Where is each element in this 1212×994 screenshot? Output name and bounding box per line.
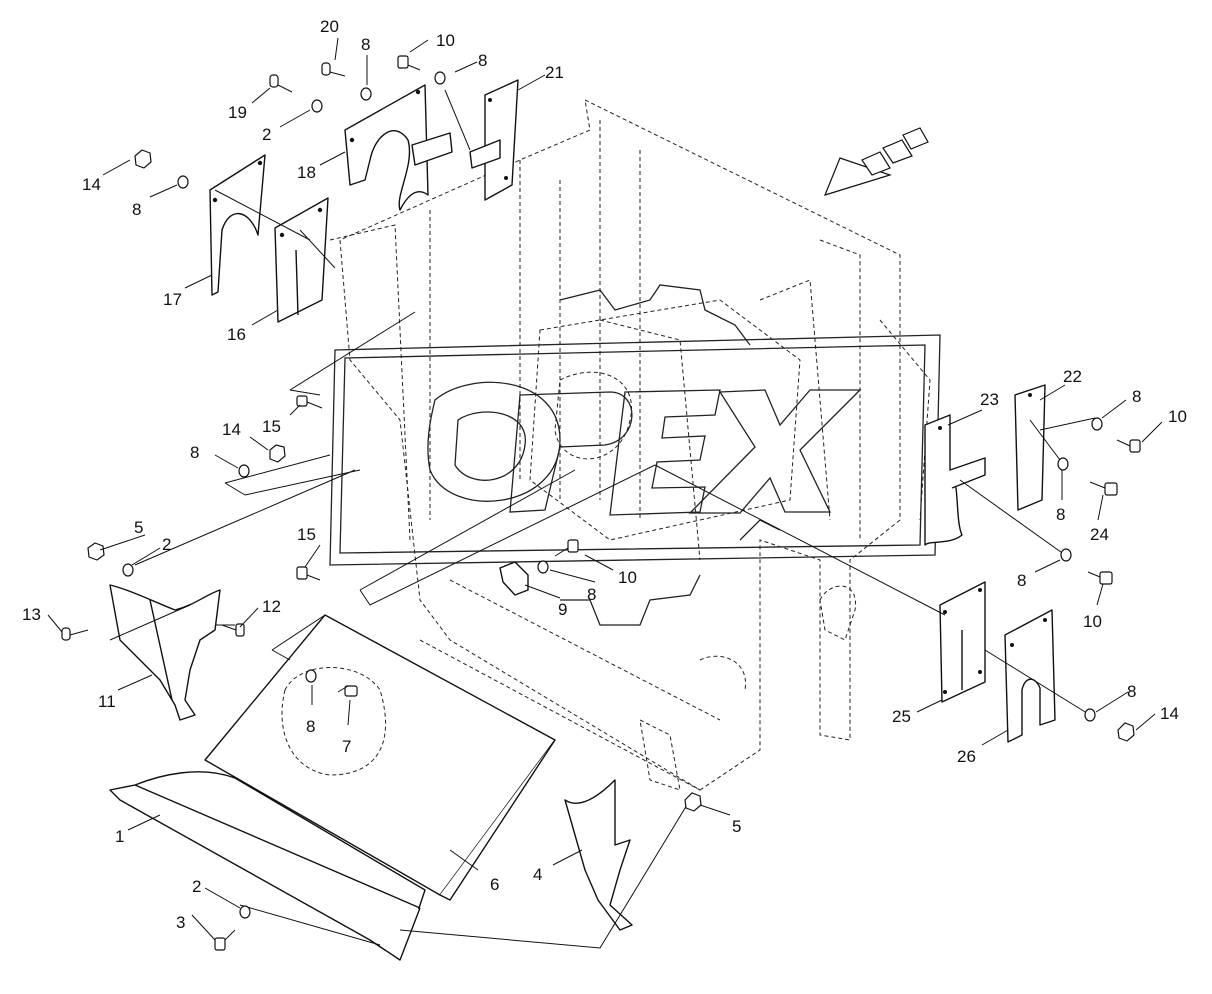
part-26-plate [1004, 609, 1056, 743]
callout-10: 10 [1083, 612, 1102, 631]
bolt-15b [296, 566, 321, 581]
part-6-plate [204, 614, 556, 901]
callout-2: 2 [162, 535, 171, 554]
callout-leaders [47, 37, 1163, 941]
callout-10: 10 [436, 31, 455, 50]
nut-14b [269, 444, 286, 463]
washer-8h [1057, 457, 1069, 471]
bolt-13 [61, 627, 89, 641]
callout-18: 18 [297, 163, 316, 182]
nut-5a [87, 542, 105, 561]
nut-14c [1117, 722, 1135, 742]
callout-7: 7 [342, 737, 351, 756]
callout-20: 20 [320, 17, 339, 36]
callout-8: 8 [478, 51, 487, 70]
callout-8: 8 [1056, 505, 1065, 524]
callout-8: 8 [587, 585, 596, 604]
callout-26: 26 [957, 747, 976, 766]
washer-8j [1084, 708, 1096, 722]
callout-3: 3 [176, 913, 185, 932]
bolt-12 [221, 623, 245, 637]
callout-10: 10 [1168, 407, 1187, 426]
bolt-24 [1089, 481, 1118, 496]
bolt-3 [214, 929, 236, 951]
callout-25: 25 [892, 707, 911, 726]
callout-8: 8 [132, 200, 141, 219]
callout-11: 11 [98, 692, 116, 711]
bolt-10c [1116, 439, 1141, 453]
callout-8: 8 [1127, 682, 1136, 701]
direction-arrow-icon [823, 127, 929, 196]
nut-14a [134, 149, 152, 169]
callout-labels: 20 8 10 8 21 19 2 18 14 8 17 16 15 14 8 … [22, 17, 1187, 932]
callout-13: 13 [22, 605, 41, 624]
washer-8e [537, 560, 549, 574]
callout-19: 19 [228, 103, 247, 122]
part-1-trough [109, 771, 426, 961]
callout-14: 14 [1160, 704, 1179, 723]
washer-8a [360, 87, 372, 101]
part-17-plate [209, 154, 266, 296]
washer-2a [311, 99, 323, 113]
callout-21: 21 [545, 63, 564, 82]
callout-8: 8 [361, 35, 370, 54]
washer-8f [305, 669, 317, 683]
washer-8c [177, 175, 189, 189]
callout-14: 14 [222, 420, 241, 439]
callout-1: 1 [115, 827, 124, 846]
callout-12: 12 [262, 597, 281, 616]
callout-23: 23 [980, 390, 999, 409]
callout-8: 8 [190, 443, 199, 462]
callout-16: 16 [227, 325, 246, 344]
bolt-20 [321, 62, 346, 77]
callout-6: 6 [490, 875, 499, 894]
callout-10: 10 [618, 568, 637, 587]
callout-8: 8 [1132, 387, 1141, 406]
part-25-plate [939, 581, 986, 703]
part-9-bracket [499, 561, 529, 596]
callout-4: 4 [533, 865, 542, 884]
part-11-bracket [109, 584, 221, 721]
callout-5: 5 [134, 518, 143, 537]
bolt-15a [296, 395, 323, 409]
washer-8g [1091, 417, 1103, 431]
washer-8d [238, 464, 250, 478]
bolt-10b [554, 539, 579, 557]
callout-9: 9 [558, 600, 567, 619]
callout-8: 8 [1017, 571, 1026, 590]
washer-8b [434, 71, 446, 85]
machine-frame [329, 99, 931, 791]
callout-24: 24 [1090, 525, 1109, 544]
callout-2: 2 [262, 125, 271, 144]
washer-2b [122, 563, 134, 577]
callout-5: 5 [732, 817, 741, 836]
bolt-7 [337, 685, 358, 697]
callout-15: 15 [262, 417, 281, 436]
part-18-plate [344, 84, 453, 211]
part-22-plate [1014, 384, 1046, 511]
part-4-bracket [564, 779, 633, 931]
part-23-plate [924, 414, 986, 546]
nut-5b [684, 792, 702, 812]
bolt-10d [1087, 571, 1113, 585]
callout-8: 8 [306, 717, 315, 736]
part-16-plate [274, 197, 329, 323]
fasteners [61, 55, 1141, 951]
callout-15: 15 [297, 525, 316, 544]
bolt-19 [269, 74, 293, 93]
callout-22: 22 [1063, 367, 1082, 386]
part-21-plate [469, 79, 519, 201]
assembly-lines [109, 89, 1096, 949]
callout-17: 17 [163, 290, 182, 309]
washer-8i [1060, 548, 1072, 562]
callout-2: 2 [192, 877, 201, 896]
washer-2c [239, 905, 251, 919]
callout-14: 14 [82, 175, 101, 194]
bolt-10a [397, 55, 421, 71]
